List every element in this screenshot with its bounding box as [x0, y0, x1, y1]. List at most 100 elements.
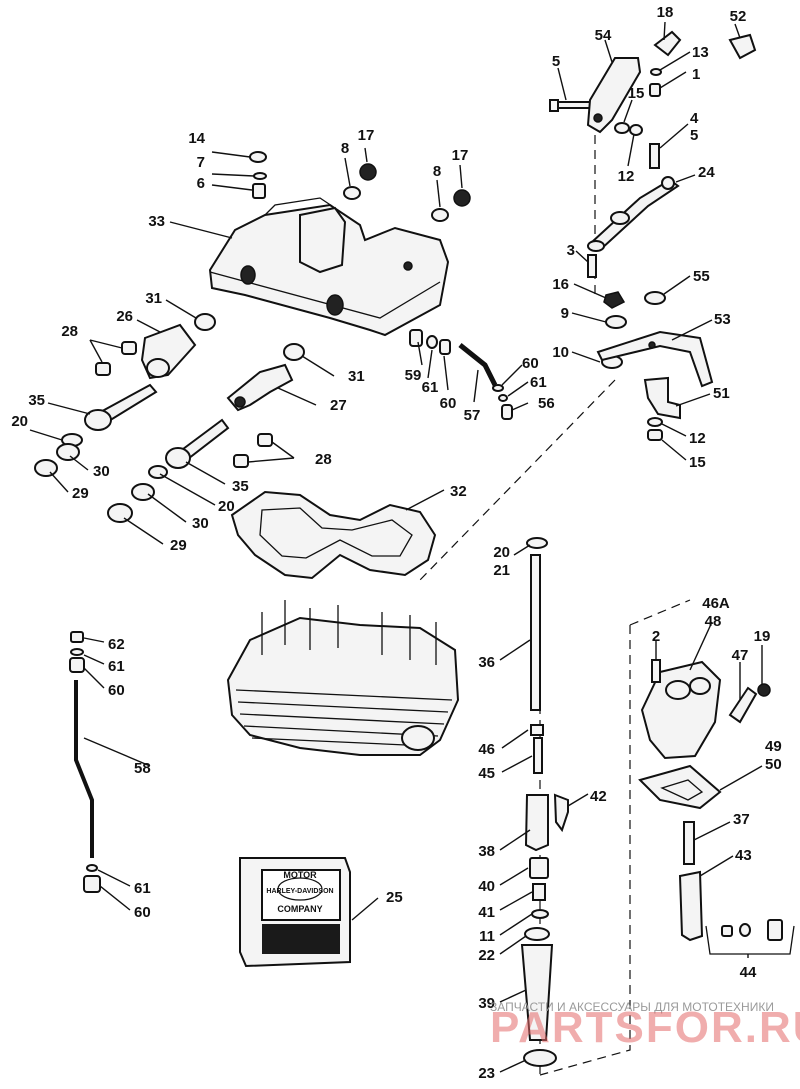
label-1: 1	[692, 66, 700, 83]
label-6: 6	[197, 175, 205, 192]
label-43: 43	[735, 847, 752, 864]
tappet-block	[638, 659, 795, 955]
watermark-tagline: ЗАПЧАСТИ И АКСЕССУАРЫ ДЛЯ МОТОТЕХНИКИ	[490, 1000, 774, 1014]
card-text-brand: HARLEY-DAVIDSON	[266, 888, 333, 895]
label-15: 15	[689, 454, 706, 471]
label-40: 40	[478, 878, 495, 895]
label-9: 9	[561, 305, 569, 322]
label-32: 32	[450, 483, 467, 500]
gasket-kit-box: MOTOR HARLEY-DAVIDSON COMPANY	[239, 857, 351, 968]
label-7: 7	[197, 154, 205, 171]
label-11: 11	[479, 928, 495, 945]
card-text-motor: MOTOR	[283, 870, 317, 880]
label-55: 55	[693, 268, 710, 285]
label-48: 48	[705, 613, 722, 630]
label-4: 4	[690, 110, 699, 127]
label-19: 19	[754, 628, 771, 645]
label-27: 27	[330, 397, 347, 414]
label-21: 21	[493, 562, 510, 579]
rocker-gasket	[230, 490, 437, 580]
label-8: 8	[433, 163, 441, 180]
rocker-shafts	[34, 313, 305, 523]
label-61: 61	[108, 658, 125, 675]
label-47: 47	[732, 647, 749, 664]
label-30: 30	[192, 515, 209, 532]
label-42: 42	[590, 788, 607, 805]
label-16: 16	[552, 276, 569, 293]
label-17: 17	[358, 127, 375, 144]
push-rod-assembly	[520, 537, 569, 1067]
label-37: 37	[733, 811, 750, 828]
label-10: 10	[552, 344, 569, 361]
label-58: 58	[134, 760, 151, 777]
label-61: 61	[134, 880, 151, 897]
label-25: 25	[386, 889, 403, 906]
label-15: 15	[628, 85, 645, 102]
label-46A: 46A	[702, 595, 730, 612]
label-13: 13	[692, 44, 709, 61]
label-50: 50	[765, 756, 782, 773]
label-20: 20	[11, 413, 28, 430]
label-52: 52	[730, 8, 747, 25]
label-5: 5	[690, 127, 698, 144]
throttle-linkage	[549, 30, 757, 441]
label-18: 18	[657, 4, 674, 21]
oil-line-left	[69, 631, 101, 893]
label-24: 24	[698, 164, 715, 181]
label-20: 20	[493, 544, 510, 561]
label-31: 31	[145, 290, 162, 307]
label-29: 29	[170, 537, 187, 554]
watermark: ЗАПЧАСТИ И АКСЕССУАРЫ ДЛЯ МОТОТЕХНИКИ PA…	[490, 1000, 800, 1052]
label-45: 45	[478, 765, 495, 782]
label-60: 60	[108, 682, 125, 699]
label-29: 29	[72, 485, 89, 502]
label-60: 60	[440, 395, 457, 412]
label-31: 31	[348, 368, 365, 385]
label-2: 2	[652, 628, 660, 645]
label-28: 28	[315, 451, 332, 468]
label-33: 33	[148, 213, 165, 230]
label-56: 56	[538, 395, 555, 412]
label-30: 30	[93, 463, 110, 480]
label-53: 53	[714, 311, 731, 328]
label-3: 3	[567, 242, 575, 259]
label-12: 12	[689, 430, 706, 447]
oil-fitting-center	[409, 329, 513, 420]
label-14: 14	[188, 130, 205, 147]
label-61: 61	[422, 379, 439, 396]
label-41: 41	[478, 904, 495, 921]
label-22: 22	[478, 947, 495, 964]
label-8: 8	[341, 140, 349, 157]
label-57: 57	[464, 407, 481, 424]
label-35: 35	[28, 392, 45, 409]
label-61: 61	[530, 374, 547, 391]
label-5: 5	[552, 53, 560, 70]
label-39: 39	[478, 995, 495, 1012]
card-text-company: COMPANY	[277, 904, 322, 914]
label-49: 49	[765, 738, 782, 755]
rocker-box-cover	[208, 197, 450, 337]
watermark-site: PARTSFOR.RU	[490, 1003, 800, 1052]
label-36: 36	[478, 654, 495, 671]
label-26: 26	[116, 308, 133, 325]
label-23: 23	[478, 1065, 495, 1082]
cover-hardware	[249, 151, 471, 222]
label-28: 28	[61, 323, 78, 340]
label-17: 17	[452, 147, 469, 164]
cylinder-head	[226, 600, 460, 756]
label-20: 20	[218, 498, 235, 515]
label-46: 46	[478, 741, 495, 758]
leader-lines	[29, 21, 763, 1073]
label-12: 12	[618, 168, 635, 185]
label-44: 44	[740, 964, 757, 981]
label-54: 54	[595, 27, 612, 44]
label-62: 62	[108, 636, 125, 653]
part-number-labels: 14 7 6 33 8 17 8 17 31 26 28 35 20 30 29…	[11, 4, 781, 1082]
label-51: 51	[713, 385, 730, 402]
label-35: 35	[232, 478, 249, 495]
label-60: 60	[522, 355, 539, 372]
label-60: 60	[134, 904, 151, 921]
label-38: 38	[478, 843, 495, 860]
label-59: 59	[405, 367, 422, 384]
